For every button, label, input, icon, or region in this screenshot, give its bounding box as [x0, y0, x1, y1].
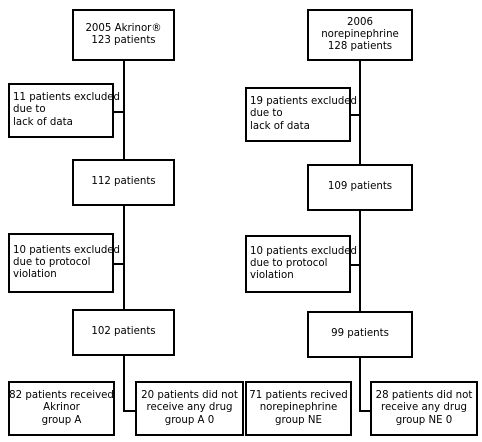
left-final-box: 102 patients: [72, 309, 175, 356]
right-group-no-drug-line2: receive any drug: [380, 402, 467, 414]
right-exclusion2-box: 10 patients excluded due to protocol vio…: [245, 235, 357, 293]
right-group-received-line2: norepinephrine: [259, 402, 338, 414]
right-mid-box: 109 patients: [307, 164, 413, 211]
right-group-no-drug-line1: 28 patients did not: [375, 390, 473, 402]
right-group-received-box: 71 patients recived norepinephrine group…: [245, 381, 352, 436]
left-mid-line1: 112 patients: [91, 176, 156, 188]
right-exclusion2-line1: 10 patients excluded: [250, 245, 358, 257]
left-exclusion2-line3: violation: [13, 269, 57, 281]
right-group-received-line1: 71 patients recived: [249, 390, 348, 402]
left-final-line1: 102 patients: [91, 326, 156, 338]
left-mid-box: 112 patients: [72, 159, 175, 206]
left-start-box: 2005 Akrinor® 123 patients: [72, 9, 175, 61]
right-exclusion1-box: 19 patients excluded due to lack of data: [245, 87, 357, 142]
left-exclusion1-line3: lack of data: [13, 116, 73, 128]
left-exclusion1-line1: 11 patients excluded: [13, 92, 121, 104]
left-group-no-drug-line3: group A 0: [164, 414, 215, 426]
left-exclusion1-box: 11 patients excluded due to lack of data: [8, 83, 120, 138]
left-exclusion1-line2: due to: [13, 104, 46, 116]
right-start-line2: norepinephrine: [321, 28, 399, 40]
left-split-connector: [123, 410, 136, 412]
left-start-line2: 123 patients: [91, 35, 156, 46]
left-group-received-box: 82 patients received Akrinor group A: [8, 381, 115, 436]
left-group-received-line1: 82 patients received: [9, 390, 114, 402]
right-exclusion1-line1: 19 patients excluded: [250, 96, 358, 108]
right-exclusion1-line2: due to: [250, 108, 283, 120]
right-exclusion1-connector: [349, 114, 360, 116]
right-group-received-line3: group NE: [275, 414, 322, 426]
left-exclusion2-line1: 10 patients excluded: [13, 244, 121, 256]
right-exclusion2-connector: [349, 264, 360, 266]
right-start-box: 2006 norepinephrine 128 patients: [307, 9, 413, 61]
left-exclusion2-line2: due to protocol: [13, 256, 91, 268]
right-exclusion1-line3: lack of data: [250, 120, 310, 132]
right-group-no-drug-line3: group NE 0: [395, 414, 453, 426]
left-exclusion2-connector: [112, 263, 124, 265]
left-exclusion1-connector: [112, 111, 124, 113]
right-start-line1: 2006: [347, 16, 373, 28]
right-final-line1: 99 patients: [331, 328, 389, 340]
right-trunk-line: [359, 60, 361, 411]
right-split-connector: [359, 410, 371, 412]
left-group-received-line2: Akrinor: [43, 402, 80, 414]
left-start-line1: 2005 Akrinor®: [85, 22, 162, 34]
left-group-no-drug-line1: 20 patients did not: [141, 390, 238, 402]
left-group-received-line3: group A: [41, 414, 82, 426]
left-group-no-drug-line2: receive any drug: [146, 402, 233, 414]
right-exclusion2-line3: violation: [250, 270, 294, 282]
left-exclusion2-box: 10 patients excluded due to protocol vio…: [8, 233, 120, 293]
right-final-box: 99 patients: [307, 311, 413, 358]
right-mid-line1: 109 patients: [327, 181, 393, 193]
left-trunk-line: [123, 60, 125, 411]
right-start-line3: 128 patients: [327, 41, 393, 53]
right-group-no-drug-box: 28 patients did not receive any drug gro…: [370, 381, 478, 436]
right-exclusion2-line2: due to protocol: [250, 257, 328, 269]
left-group-no-drug-box: 20 patients did not receive any drug gro…: [135, 381, 244, 436]
